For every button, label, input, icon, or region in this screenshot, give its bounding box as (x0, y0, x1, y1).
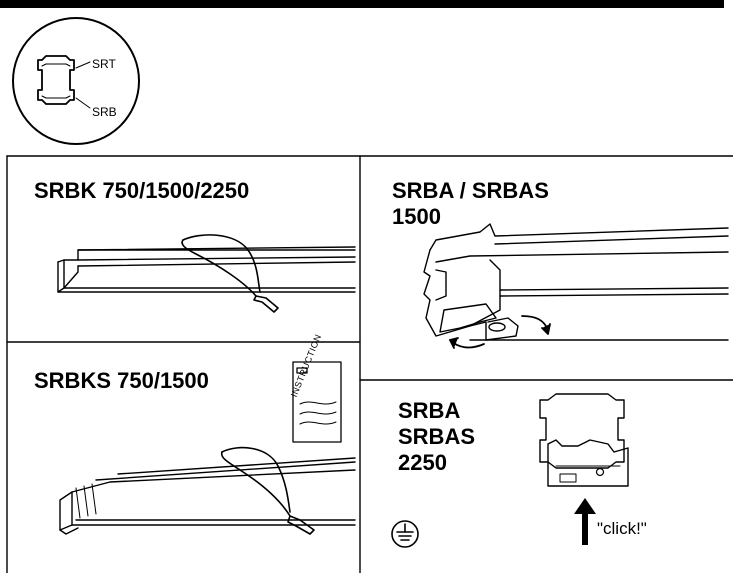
srba-2250-title-line3: 2250 (398, 450, 447, 475)
earth-ground-icon (391, 520, 419, 548)
profile-top-label: SRT (92, 57, 116, 71)
cable-tie-icon (181, 234, 279, 313)
srbks-title: SRBKS 750/1500 (34, 368, 209, 393)
srba-2250-title-line2: SRBAS (398, 424, 476, 449)
srba-1500-drawing (423, 223, 729, 349)
profile-icon (37, 55, 75, 105)
profile-bottom-label: SRB (92, 105, 117, 119)
rotate-arrow-icon (449, 337, 485, 349)
header-rule (0, 0, 724, 8)
instruction-label: INSTRUCTION (288, 332, 324, 399)
srba-2250-detail (539, 393, 629, 487)
srba-1500-title-line1: SRBA / SRBAS (392, 178, 549, 203)
profile-callout (12, 17, 140, 145)
srba-1500-title-line2: 1500 (392, 204, 441, 229)
srbk-rail-drawing (57, 234, 356, 313)
panel-grid (6, 155, 733, 573)
cable-tie-icon (220, 446, 315, 535)
srba-2250-title-line1: SRBA (398, 398, 461, 423)
rotate-arrow-icon (521, 315, 551, 335)
up-arrow-icon (574, 498, 596, 545)
click-label: "click!" (597, 519, 647, 538)
srbk-title: SRBK 750/1500/2250 (34, 178, 250, 203)
